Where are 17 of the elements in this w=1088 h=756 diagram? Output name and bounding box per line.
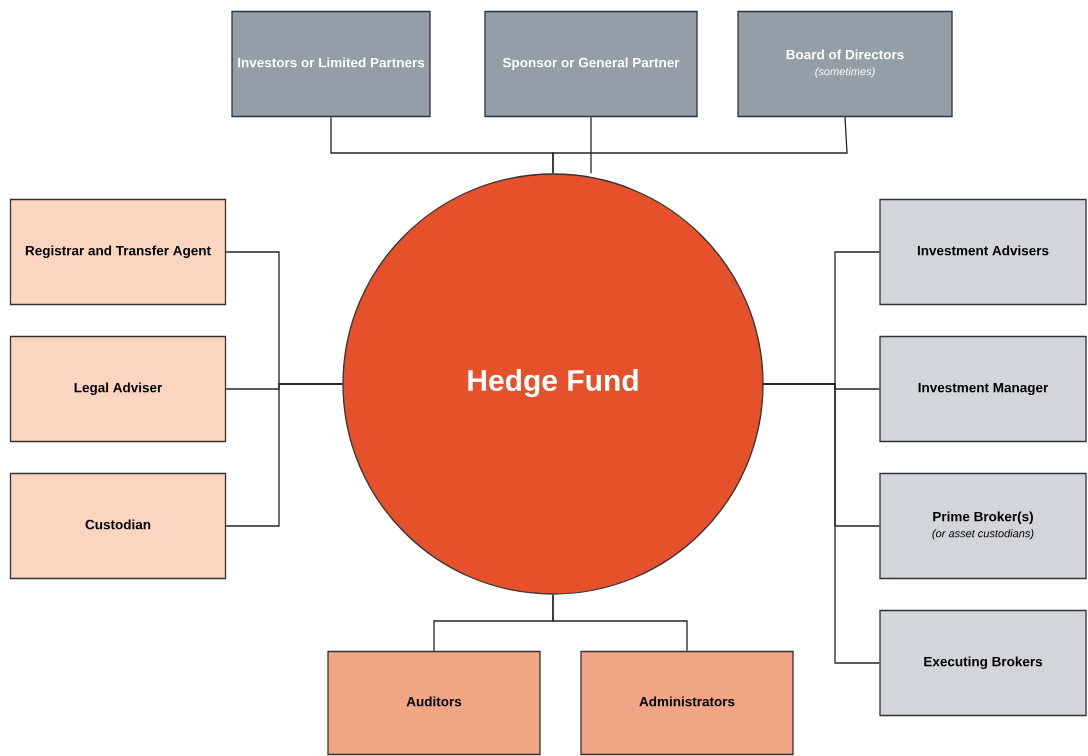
connector-line	[225, 383, 343, 527]
connector-line	[552, 116, 848, 174]
service-box: Investment Advisers	[879, 198, 1087, 306]
service-box: Administrators	[580, 650, 794, 756]
service-box: Executing Brokers	[879, 609, 1087, 717]
service-box: Investment Manager	[879, 335, 1087, 443]
service-box: Prime Broker(s) (or asset custodians)	[879, 472, 1087, 580]
stakeholder-box: Board of Directors (sometimes)	[737, 10, 953, 118]
service-box: Registrar and Transfer Agent	[9, 198, 227, 306]
service-box: Legal Adviser	[9, 335, 227, 443]
connector-line	[590, 116, 592, 174]
service-box: Custodian	[9, 472, 227, 580]
service-box: Auditors	[327, 650, 541, 756]
stakeholder-box: Sponsor or General Partner	[484, 10, 698, 118]
connector-line	[552, 594, 688, 652]
connector-line	[763, 383, 880, 664]
stakeholder-box: Investors or Limited Partners	[231, 10, 431, 118]
